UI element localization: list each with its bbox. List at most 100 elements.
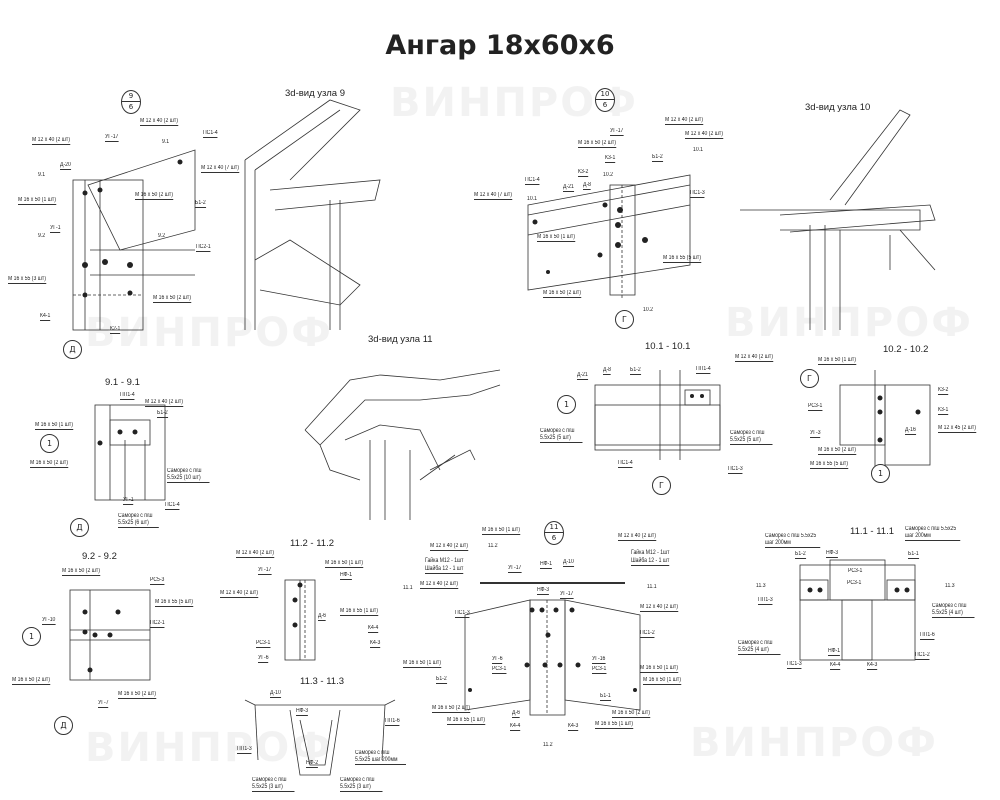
axis-marker-g: Г <box>800 369 819 388</box>
callout: М 16 х 50 (2 шт) <box>12 677 50 685</box>
watermark: ВИНПРОФ <box>85 310 333 356</box>
callout: М 12 х 40 (7 шт) <box>474 192 512 200</box>
callout: К4-1 <box>40 313 51 321</box>
callout: УГ-16 <box>592 656 606 664</box>
callout: Б1-2 <box>630 367 641 375</box>
callout: Саморез с п/ш 5.5х25 шаг 200мм <box>355 750 406 765</box>
view-3d-11-drawing <box>304 369 501 520</box>
callout: К3-1 <box>605 155 616 163</box>
callout: Д-6 <box>318 613 326 621</box>
callout: УГ-17 <box>105 134 119 142</box>
callout: Саморез с п/ш 5.5х25 (5 шт) <box>730 430 773 445</box>
callout: Саморез с п/ш 5.5х25 шаг 200мм <box>905 526 961 541</box>
callout: 11.1 <box>647 584 657 590</box>
callout: Д-6 <box>512 710 520 718</box>
callout: К4-3 <box>867 662 878 670</box>
section-title-11-3: 11.3 - 11.3 <box>300 676 345 687</box>
callout: ПС1-2 <box>640 630 655 638</box>
callout: М 16 х 50 (2 шт) <box>612 710 650 718</box>
section-11-2-drawing <box>284 579 316 661</box>
callout: М 12 х 40 (2 шт) <box>32 137 70 145</box>
section-title-3d-11: 3d-вид узла 11 <box>368 334 433 345</box>
callout: М 16 х 50 (2 шт) <box>818 447 856 455</box>
callout: 10.2 <box>603 172 613 178</box>
callout: М 12 х 40 (2 шт) <box>236 550 274 558</box>
callout: УГ-17 <box>560 591 574 599</box>
callout: М 16 х 50 (2 шт) <box>432 705 470 713</box>
callout: ПП1-3 <box>758 597 773 605</box>
axis-marker-g: Г <box>615 310 634 329</box>
callout: Б1-1 <box>908 551 919 559</box>
callout: Саморез с п/ш 5.5х25 (6 шт) <box>118 513 159 528</box>
callout: М 12 х 40 (2 шт) <box>618 533 656 541</box>
callout: М 12 х 40 (2 шт) <box>420 581 458 589</box>
callout: ПС1-2 <box>915 652 930 660</box>
callout: ПС1-3 <box>455 610 470 618</box>
callout: ПС1-4 <box>203 130 218 138</box>
section-title-3d-10: 3d-вид узла 10 <box>805 102 871 113</box>
callout: К3-2 <box>938 387 949 395</box>
callout: ПП1-3 <box>237 746 252 754</box>
callout: М 16 х 55 (1 шт) <box>447 717 485 725</box>
callout: М 16 х 50 (2 шт) <box>153 295 191 303</box>
axis-marker-d: Д <box>63 340 82 359</box>
axis-marker-g: Г <box>652 476 671 495</box>
callout: К4-4 <box>368 625 379 633</box>
callout: РС3-1 <box>256 640 271 648</box>
callout: РС3-1 <box>848 568 863 574</box>
callout: М 12 х 40 (2 шт) <box>140 118 178 126</box>
section-title-9-1: 9.1 - 9.1 <box>105 377 140 388</box>
callout: НФ-1 <box>828 648 841 656</box>
callout: Шайба 12 - 1 шт <box>631 558 670 566</box>
callout: К4-3 <box>568 723 579 731</box>
callout: ПС1-3 <box>787 661 802 669</box>
callout: ПП1-6 <box>385 718 400 726</box>
callout: М 16 х 50 (1 шт) <box>325 560 363 568</box>
callout: М 16 х 50 (1 шт) <box>18 197 56 205</box>
callout: Саморез с п/ш 5.5х25 (5 шт) <box>540 428 583 443</box>
section-9-1-drawing <box>94 404 166 501</box>
callout: Гайка М12 - 1шт <box>631 550 670 556</box>
callout: Б1-2 <box>157 410 168 418</box>
callout: ПС1-4 <box>165 502 180 510</box>
callout: ПС1-4 <box>618 460 633 468</box>
callout: М 16 х 50 (1 шт) <box>482 527 520 535</box>
callout: УГ-17 <box>508 565 522 573</box>
page-title: Ангар 18х60х6 <box>385 30 615 61</box>
callout: М 12 х 40 (2 шт) <box>665 117 703 125</box>
callout: Б1-2 <box>195 200 206 208</box>
callout: К4-4 <box>510 723 521 731</box>
section-title-11-1: 11.1 - 11.1 <box>850 526 895 537</box>
callout: РС5-3 <box>150 577 165 585</box>
callout: М 16 х 50 (2 шт) <box>62 568 100 576</box>
callout: УГ-1 <box>123 497 134 505</box>
callout: М 16 х 55 (1 шт) <box>595 721 633 729</box>
callout: М 16 х 50 (2 шт) <box>578 140 616 148</box>
node-11-drawing <box>464 582 641 716</box>
callout: УГ-3 <box>810 430 821 438</box>
callout: 9.2 <box>38 233 46 239</box>
callout: М 12 х 40 (2 шт) <box>735 354 773 362</box>
callout: ПС2-1 <box>150 620 165 628</box>
callout: М 16 х 50 (2 шт) <box>118 691 156 699</box>
callout: УГ-10 <box>42 617 56 625</box>
axis-marker-1: 1 <box>40 434 59 453</box>
callout: М 16 х 50 (1 шт) <box>35 422 73 430</box>
callout: Д-20 <box>60 162 71 170</box>
callout: М 12 х 40 (2 шт) <box>685 131 723 139</box>
axis-marker-1: 1 <box>22 627 41 646</box>
callout: НФ-1 <box>340 572 353 580</box>
callout: УГ-17 <box>610 128 624 136</box>
axis-marker-d: Д <box>70 518 89 537</box>
section-11-1-drawing <box>799 559 916 661</box>
callout: 10.1 <box>527 196 537 202</box>
callout: Д-16 <box>905 427 916 435</box>
callout: НФ-2 <box>306 760 319 768</box>
callout: 10.2 <box>643 307 653 313</box>
callout: НФ-3 <box>826 550 839 558</box>
callout: М 16 х 50 (1 шт) <box>403 660 441 668</box>
callout: М 16 х 50 (1 шт) <box>640 665 678 673</box>
